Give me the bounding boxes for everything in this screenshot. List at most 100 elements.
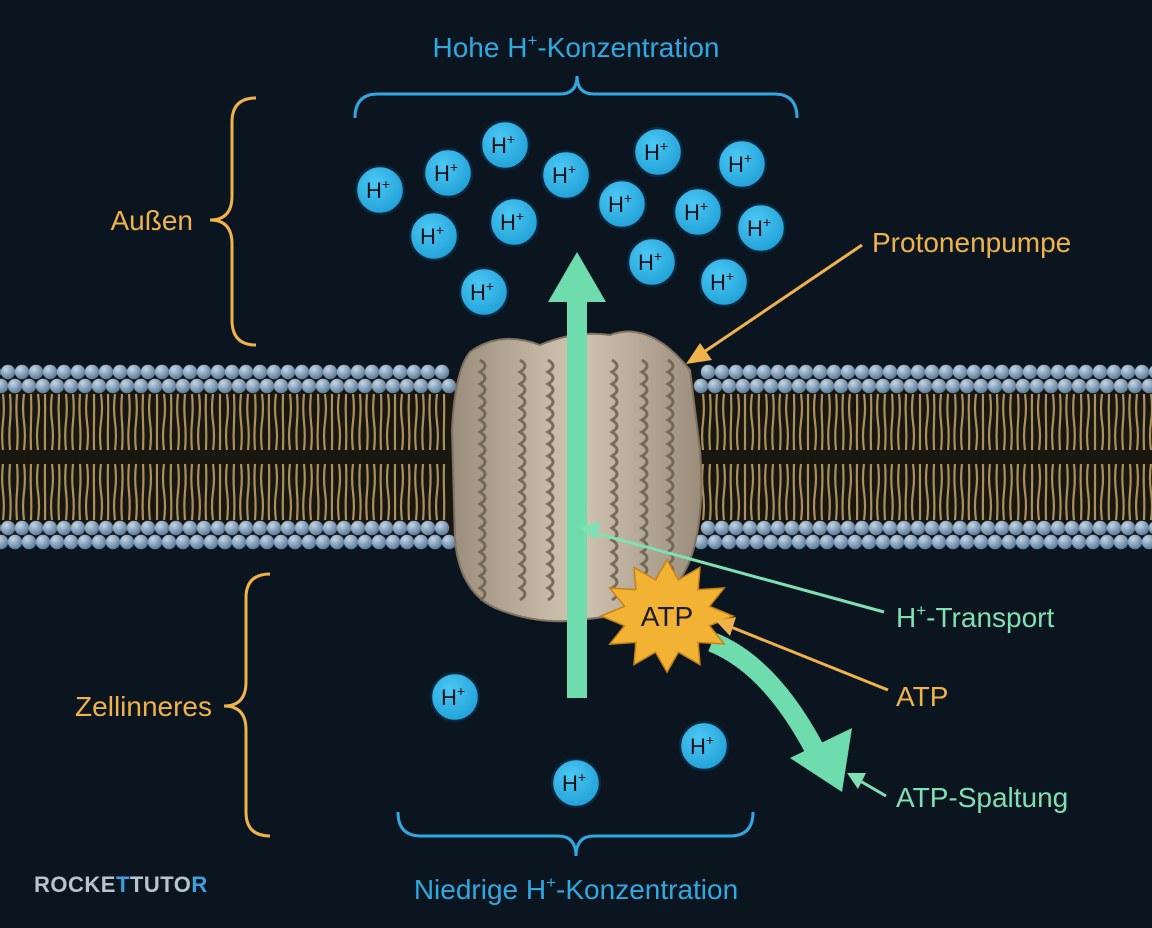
lipid-tail (336, 393, 342, 451)
lipid-head (1071, 378, 1087, 394)
atp-star-text: ATP (641, 601, 693, 632)
lipid-tail (1002, 463, 1006, 521)
lipid-tail (239, 463, 243, 521)
lipid-head (322, 364, 338, 380)
lipid-tail (1128, 393, 1132, 451)
transport-label: H+-Transport (896, 601, 1054, 633)
lipid-head (833, 534, 849, 550)
lipid-head (112, 520, 128, 536)
lipid-tail (1072, 393, 1076, 451)
lipid-tail (385, 393, 391, 451)
lipid-tail (134, 463, 138, 521)
lipid-head (98, 364, 114, 380)
lipid-tail (112, 463, 118, 521)
proton: H+ (735, 202, 787, 254)
lipid-head (252, 364, 268, 380)
lipid-tail (309, 463, 313, 521)
lipid-head (756, 364, 772, 380)
proton: H+ (672, 186, 724, 238)
lipid-head (1064, 364, 1080, 380)
lipid-head (28, 364, 44, 380)
lipid-head (357, 378, 373, 394)
lipid-tail (239, 393, 243, 451)
lipid-tail (71, 463, 75, 521)
lipid-tail (309, 393, 313, 451)
lipid-tail (953, 393, 957, 451)
lipid-head (1029, 534, 1045, 550)
lipid-head (728, 364, 744, 380)
lipid-tail (883, 463, 887, 521)
lipid-tail (1058, 463, 1062, 521)
lipid-tail (287, 393, 293, 451)
proton: H+ (354, 164, 406, 216)
lipid-head (1050, 520, 1066, 536)
lipid-tail (1016, 393, 1020, 451)
svg-text:H+: H+ (562, 769, 586, 796)
lipid-head (287, 378, 303, 394)
lipid-head (1022, 364, 1038, 380)
lipid-tail (771, 393, 775, 451)
lipid-tail (204, 393, 208, 451)
lipid-tail (904, 393, 908, 451)
lipid-head (973, 534, 989, 550)
lipid-tail (141, 463, 145, 521)
lipid-head (280, 364, 296, 380)
lipid-head (0, 378, 9, 394)
lipid-head (959, 378, 975, 394)
lipid-tail (1107, 463, 1111, 521)
proton: H+ (678, 720, 730, 772)
lipid-tail (351, 463, 355, 521)
proton: H+ (408, 210, 460, 262)
lipid-tail (365, 393, 369, 451)
lipid-head (294, 520, 310, 536)
lipid-tail (399, 463, 405, 521)
transport-callout: H+-Transport (580, 521, 1054, 633)
helix (517, 358, 527, 602)
low-concentration-group: Niedrige H+-Konzentration (396, 811, 755, 905)
proton: H+ (698, 256, 750, 308)
proton: H+ (422, 147, 474, 199)
lipid-head (1127, 534, 1143, 550)
helix (609, 358, 619, 602)
lipid-tail (812, 393, 818, 451)
lipid-head (791, 378, 807, 394)
lipid-head (987, 534, 1003, 550)
lipid-head (189, 534, 205, 550)
lipid-head (784, 520, 800, 536)
lipid-head (994, 364, 1010, 380)
lipid-head (714, 364, 730, 380)
lipid-head (924, 520, 940, 536)
lipid-tail (35, 393, 41, 451)
lipid-head (700, 520, 716, 536)
lipid-head (966, 520, 982, 536)
lipid-head (217, 378, 233, 394)
lipid-head (1092, 364, 1108, 380)
lipid-tail (302, 393, 306, 451)
lipid-tail (287, 463, 293, 521)
lipid-tail (273, 463, 279, 521)
lipid-head (224, 364, 240, 380)
lipid-head (91, 534, 107, 550)
lipid-head (63, 534, 79, 550)
lipid-head (931, 378, 947, 394)
lipid-head (938, 364, 954, 380)
lipid-head (805, 534, 821, 550)
lipid-head (812, 520, 828, 536)
lipid-head (700, 364, 716, 380)
lipid-head (1036, 520, 1052, 536)
lipid-tail (701, 463, 705, 521)
lipid-head (847, 378, 863, 394)
lipid-head (896, 520, 912, 536)
lipid-tail (1079, 463, 1083, 521)
lipid-tail (701, 393, 705, 451)
lipid-tail (890, 393, 894, 451)
lipid-tail (1142, 393, 1146, 451)
lipid-tail (924, 463, 930, 521)
lipid-tail (1085, 393, 1091, 451)
lipid-tail (847, 393, 853, 451)
lipid-head (385, 534, 401, 550)
lipid-head (1078, 520, 1094, 536)
lipid-head (35, 378, 51, 394)
svg-text:H+: H+ (434, 159, 458, 186)
